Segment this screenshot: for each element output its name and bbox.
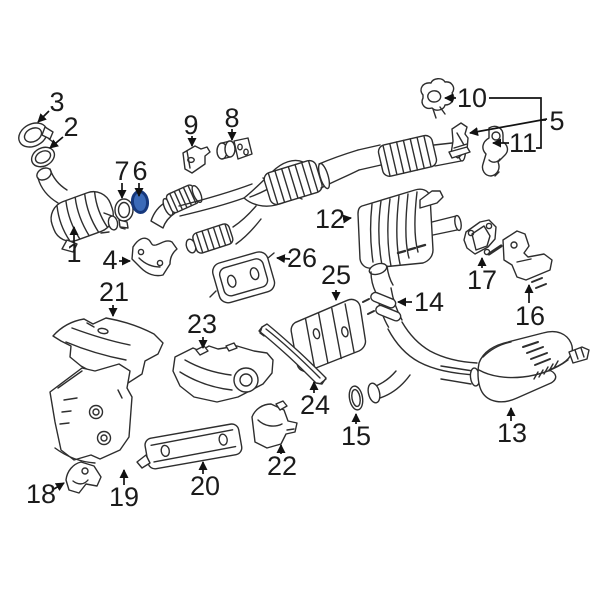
part-8-bracket[interactable] xyxy=(216,137,253,160)
part-18-bracket[interactable] xyxy=(65,461,102,494)
part-11-label[interactable]: 11 xyxy=(509,128,537,158)
part-17-label[interactable]: 17 xyxy=(467,265,497,295)
leader-2 xyxy=(49,136,64,149)
part-4-label[interactable]: 4 xyxy=(102,245,117,275)
highlighted-gasket-ring[interactable] xyxy=(130,190,150,214)
part-9-label[interactable]: 9 xyxy=(183,110,198,140)
part-6-label[interactable]: 6 xyxy=(132,156,147,186)
part-15-label[interactable]: 15 xyxy=(341,421,371,451)
part-9-bracket[interactable] xyxy=(182,145,211,174)
part-2-gasket[interactable] xyxy=(28,143,58,170)
part-5-bracket[interactable] xyxy=(448,122,471,159)
y-pipe xyxy=(367,321,481,404)
part-14-clamp[interactable] xyxy=(362,287,403,329)
part-12-muffler[interactable] xyxy=(357,188,462,294)
part-7-clamp[interactable] xyxy=(114,198,134,230)
leader-lines xyxy=(37,93,548,491)
part-3-clamp[interactable] xyxy=(15,118,54,152)
part-25-label[interactable]: 25 xyxy=(321,260,351,290)
part-23-label[interactable]: 23 xyxy=(187,309,217,339)
part-26-heat-shield-plate[interactable] xyxy=(209,250,277,305)
leader-bracket-5-10-11 xyxy=(489,97,546,149)
leader-12 xyxy=(342,214,352,224)
part-13-muffler[interactable] xyxy=(477,330,590,403)
part-19-heat-shield[interactable] xyxy=(49,363,133,464)
part-20-heat-shield[interactable] xyxy=(136,423,243,470)
leader-26 xyxy=(276,254,291,264)
part-labels: 1 2 3 4 5 6 7 8 9 10 11 12 13 14 15 16 1… xyxy=(26,83,565,512)
leader-3 xyxy=(37,110,50,123)
part-10-label[interactable]: 10 xyxy=(457,83,487,113)
part-23-heat-shield[interactable] xyxy=(172,342,274,403)
part-21-heat-shield[interactable] xyxy=(52,317,164,384)
part-25-heat-shield[interactable] xyxy=(285,297,372,373)
leader-18 xyxy=(53,482,65,491)
part-1-catalytic-converter[interactable] xyxy=(35,166,119,253)
part-22-heat-shield[interactable] xyxy=(251,400,298,449)
part-20-label[interactable]: 20 xyxy=(190,471,220,501)
part-26-label[interactable]: 26 xyxy=(287,243,317,273)
part-6-gasket-highlighted[interactable] xyxy=(130,190,150,214)
part-8-label[interactable]: 8 xyxy=(224,103,239,133)
part-13-label[interactable]: 13 xyxy=(497,418,527,448)
part-17-bracket[interactable] xyxy=(463,219,497,256)
part-15-gasket[interactable] xyxy=(348,385,365,411)
part-5-label[interactable]: 5 xyxy=(549,106,564,136)
part-3-label[interactable]: 3 xyxy=(49,87,64,117)
part-4-bracket[interactable] xyxy=(131,237,178,277)
part-1-label[interactable]: 1 xyxy=(66,238,81,268)
part-14-label[interactable]: 14 xyxy=(414,287,444,317)
part-16-label[interactable]: 16 xyxy=(515,301,545,331)
main-pipe-assembly xyxy=(150,134,467,254)
part-24-label[interactable]: 24 xyxy=(300,390,330,420)
part-11-hanger[interactable] xyxy=(481,125,509,177)
part-2-label[interactable]: 2 xyxy=(63,112,78,142)
part-19-label[interactable]: 19 xyxy=(109,482,139,512)
part-24-strip-bracket[interactable] xyxy=(258,323,327,385)
part-21-label[interactable]: 21 xyxy=(99,277,129,307)
part-7-label[interactable]: 7 xyxy=(114,156,129,186)
part-18-label[interactable]: 18 xyxy=(26,479,56,509)
leader-5 xyxy=(469,118,548,136)
part-12-label[interactable]: 12 xyxy=(315,204,345,234)
part-16-bracket[interactable] xyxy=(487,230,553,289)
part-22-label[interactable]: 22 xyxy=(267,451,297,481)
